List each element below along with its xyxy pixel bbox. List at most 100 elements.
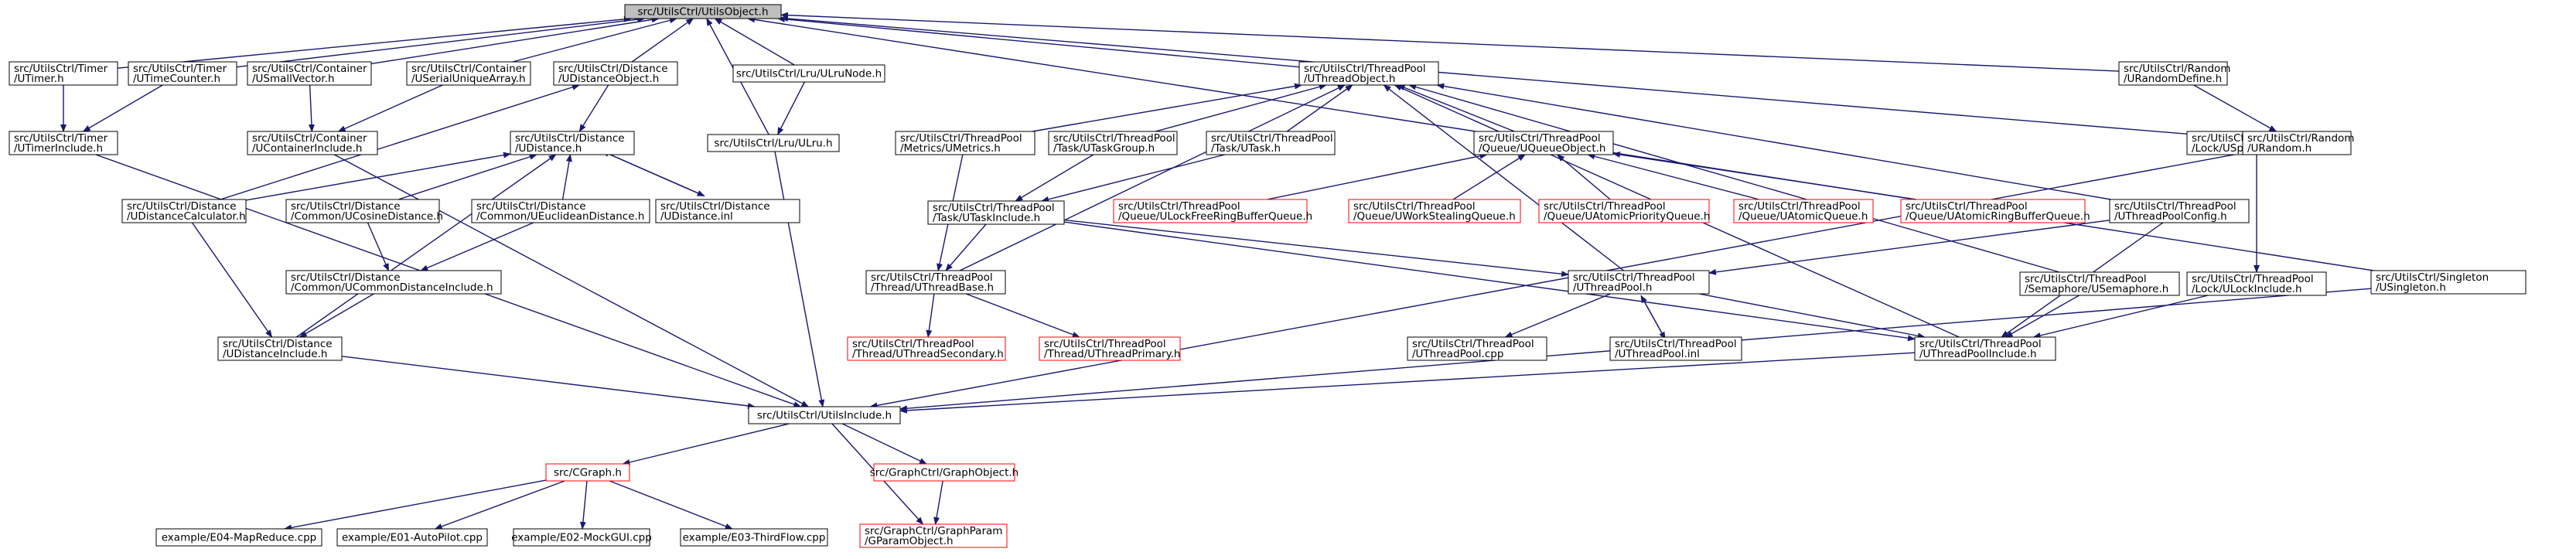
node-atomicpriority[interactable]: src/UtilsCtrl/ThreadPool/Queue/UAtomicPr…: [1538, 199, 1710, 223]
node-box: [1348, 199, 1521, 223]
edge-graphobject-to-gparamobject: [933, 480, 943, 525]
node-taskgroup[interactable]: src/UtilsCtrl/ThreadPool/Task/UTaskGroup…: [1048, 131, 1178, 155]
node-root[interactable]: src/UtilsCtrl/UtilsObject.h: [624, 4, 782, 19]
edge-serialunique-to-root: [512, 17, 677, 63]
node-label-line: /Task/UTaskGroup.h: [1053, 142, 1155, 155]
node-label-line: /Queue/UQueueObject.h: [1479, 142, 1606, 155]
node-randomdefine[interactable]: src/UtilsCtrl/Random/URandomDefine.h: [2118, 61, 2230, 86]
node-label-line: src/UtilsCtrl/Timer: [133, 63, 227, 75]
node-label-line: src/UtilsCtrl/Distance: [223, 338, 333, 350]
edge-containerinclude-to-utilsinclude: [333, 154, 810, 407]
node-serialunique[interactable]: src/UtilsCtrl/Container/USerialUniqueArr…: [406, 61, 531, 86]
edge-timecounter-to-timerinclude: [82, 84, 163, 132]
node-label-line: src/UtilsCtrl/ThreadPool: [1211, 132, 1333, 145]
node-box: [217, 336, 343, 361]
node-euclidean[interactable]: src/UtilsCtrl/Distance/Common/UEuclidean…: [471, 199, 650, 223]
node-autopilot[interactable]: example/E01-AutoPilot.cpp: [336, 528, 488, 547]
node-lockinclude[interactable]: src/UtilsCtrl/ThreadPool/Lock/ULockInclu…: [2186, 271, 2327, 296]
node-box: [128, 61, 237, 86]
node-timecounter[interactable]: src/UtilsCtrl/Timer/UTimeCounter.h: [128, 61, 237, 86]
node-workstealing[interactable]: src/UtilsCtrl/ThreadPool/Queue/UWorkStea…: [1348, 199, 1521, 223]
node-urandom[interactable]: src/UtilsCtrl/Random/URandom.h: [2242, 131, 2354, 155]
edge-threadpool-to-tpobject: [1383, 84, 1625, 271]
node-atomicqueue[interactable]: src/UtilsCtrl/ThreadPool/Queue/UAtomicQu…: [1733, 199, 1874, 223]
node-threadprimary[interactable]: src/UtilsCtrl/ThreadPool/Thread/UThreadP…: [1039, 336, 1181, 361]
node-distcalc[interactable]: src/UtilsCtrl/Distance/UDistanceCalculat…: [121, 199, 247, 223]
node-containerinclude[interactable]: src/UtilsCtrl/Container/UContainerInclud…: [247, 131, 378, 155]
node-tpconfig[interactable]: src/UtilsCtrl/ThreadPool/UThreadPoolConf…: [2109, 199, 2250, 223]
node-commondistinclude[interactable]: src/UtilsCtrl/Distance/Common/UCommonDis…: [285, 270, 502, 295]
node-mapreduce[interactable]: example/E04-MapReduce.cpp: [155, 528, 322, 547]
node-label-line: src/UtilsCtrl/ThreadPool: [1118, 200, 1240, 213]
node-lockfree[interactable]: src/UtilsCtrl/ThreadPool/Queue/ULockFree…: [1113, 199, 1312, 223]
edge-cosine-to-udistance: [397, 153, 537, 200]
node-lrunode[interactable]: src/UtilsCtrl/Lru/ULruNode.h: [732, 64, 885, 83]
node-box: [895, 131, 1036, 155]
node-label-line: src/UtilsCtrl/ThreadPool: [2025, 273, 2147, 285]
node-label-line: example/E01-AutoPilot.cpp: [342, 532, 483, 544]
node-singleton[interactable]: src/UtilsCtrl/Singleton/USingleton.h: [2370, 270, 2527, 295]
node-label-line: src/UtilsCtrl/UtilsObject.h: [637, 6, 768, 19]
node-taskinclude[interactable]: src/UtilsCtrl/ThreadPool/Task/UTaskInclu…: [927, 200, 1065, 225]
edge-utilsinclude-to-graphobject: [841, 423, 927, 465]
node-label-line: /UTimerInclude.h: [14, 142, 103, 155]
node-box: [865, 270, 1006, 295]
node-tpinl[interactable]: src/UtilsCtrl/ThreadPool/UThreadPool.inl: [1609, 336, 1742, 361]
node-box: [2109, 199, 2250, 223]
node-box: [247, 61, 372, 86]
node-box: [748, 406, 901, 424]
edge-randomdefine-to-urandom: [2193, 84, 2277, 132]
node-gparamobject[interactable]: src/GraphCtrl/GraphParam/GParamObject.h: [859, 523, 1008, 548]
node-label-line: /Common/UCosineDistance.h: [291, 210, 443, 223]
node-tpobject[interactable]: src/UtilsCtrl/ThreadPool/UThreadObject.h: [1298, 61, 1439, 86]
node-label-line: /USerialUniqueArray.h: [411, 73, 526, 85]
node-semaphore[interactable]: src/UtilsCtrl/ThreadPool/Semaphore/USema…: [2019, 271, 2180, 296]
node-label-line: src/UtilsCtrl/Distance: [558, 63, 668, 75]
node-label-line: /UThreadPool.inl: [1615, 348, 1700, 360]
node-distobject[interactable]: src/UtilsCtrl/Distance/UDistanceObject.h: [553, 61, 678, 86]
node-threadbase[interactable]: src/UtilsCtrl/ThreadPool/Thread/UThreadB…: [865, 270, 1006, 295]
node-label-line: /Common/UCommonDistanceInclude.h: [291, 281, 493, 294]
node-box: [1473, 131, 1614, 155]
node-tpcpp[interactable]: src/UtilsCtrl/ThreadPool/UThreadPool.cpp: [1407, 336, 1547, 361]
edge-commondistinclude-to-distinclude: [299, 293, 374, 338]
node-label-line: src/UtilsCtrl/ThreadPool: [1738, 200, 1861, 213]
edge-threadbase-to-threadsecondary: [926, 293, 935, 338]
node-label-line: /Queue/ULockFreeRingBufferQueue.h: [1118, 210, 1312, 223]
node-thirdflow[interactable]: example/E03-ThirdFlow.cpp: [680, 528, 828, 547]
node-threadpool[interactable]: src/UtilsCtrl/ThreadPool/UThreadPool.h: [1568, 270, 1710, 295]
edge-cgraph-to-autopilot: [434, 480, 565, 530]
node-threadsecondary[interactable]: src/UtilsCtrl/ThreadPool/Thread/UThreadS…: [847, 336, 1006, 361]
node-label-line: src/UtilsCtrl/Singleton: [2376, 271, 2489, 284]
node-label-line: src/UtilsCtrl/ThreadPool: [1479, 132, 1601, 145]
node-metrics[interactable]: src/UtilsCtrl/ThreadPool/Metrics/UMetric…: [895, 131, 1036, 155]
node-graphobject[interactable]: src/GraphCtrl/GraphObject.h: [870, 463, 1018, 482]
node-label-line: src/UtilsCtrl/Timer: [14, 132, 108, 145]
node-udistance[interactable]: src/UtilsCtrl/Distance/UDistance.h: [510, 131, 635, 155]
node-cosine[interactable]: src/UtilsCtrl/Distance/Common/UCosineDis…: [285, 199, 443, 223]
node-label-line: src/UtilsCtrl/Distance: [127, 200, 237, 213]
node-distinl[interactable]: src/UtilsCtrl/Distance/UDistance.inl: [655, 199, 800, 223]
node-timerinclude[interactable]: src/UtilsCtrl/Timer/UTimerInclude.h: [9, 131, 118, 155]
node-label-line: /UThreadPool.cpp: [1412, 348, 1503, 360]
node-box: [2370, 270, 2527, 295]
node-task[interactable]: src/UtilsCtrl/ThreadPool/Task/UTask.h: [1206, 131, 1336, 155]
file-nodes: src/UtilsCtrl/UtilsObject.h src/UtilsCtrl…: [9, 4, 2527, 548]
node-tpinclude[interactable]: src/UtilsCtrl/ThreadPool/UThreadPoolIncl…: [1914, 336, 2056, 361]
node-timer[interactable]: src/UtilsCtrl/Timer/UTimer.h: [9, 61, 118, 86]
node-atomicring[interactable]: src/UtilsCtrl/ThreadPool/Queue/UAtomicRi…: [1900, 199, 2090, 223]
node-distinclude[interactable]: src/UtilsCtrl/Distance/UDistanceInclude.…: [217, 336, 343, 361]
node-cgraph[interactable]: src/CGraph.h: [545, 463, 630, 482]
edge-tpinclude-to-utilsinclude: [899, 352, 1916, 414]
node-label-line: /UDistance.h: [515, 142, 582, 155]
edge-semaphore-to-tpobject: [1408, 84, 2060, 273]
node-box: [2118, 61, 2228, 86]
node-ulru[interactable]: src/UtilsCtrl/Lru/ULru.h: [707, 134, 840, 152]
edge-lockinclude-to-tpinclude: [2032, 295, 2209, 339]
node-utilsinclude[interactable]: src/UtilsCtrl/UtilsInclude.h: [748, 406, 901, 424]
node-queueobject[interactable]: src/UtilsCtrl/ThreadPool/Queue/UQueueObj…: [1473, 131, 1614, 155]
node-smallvector[interactable]: src/UtilsCtrl/Container/USmallVector.h: [247, 61, 372, 86]
node-mockgui[interactable]: example/E02-MockGUI.cpp: [511, 528, 652, 547]
node-box: [2019, 271, 2180, 296]
edge-lockfree-to-queueobject: [1267, 152, 1488, 200]
